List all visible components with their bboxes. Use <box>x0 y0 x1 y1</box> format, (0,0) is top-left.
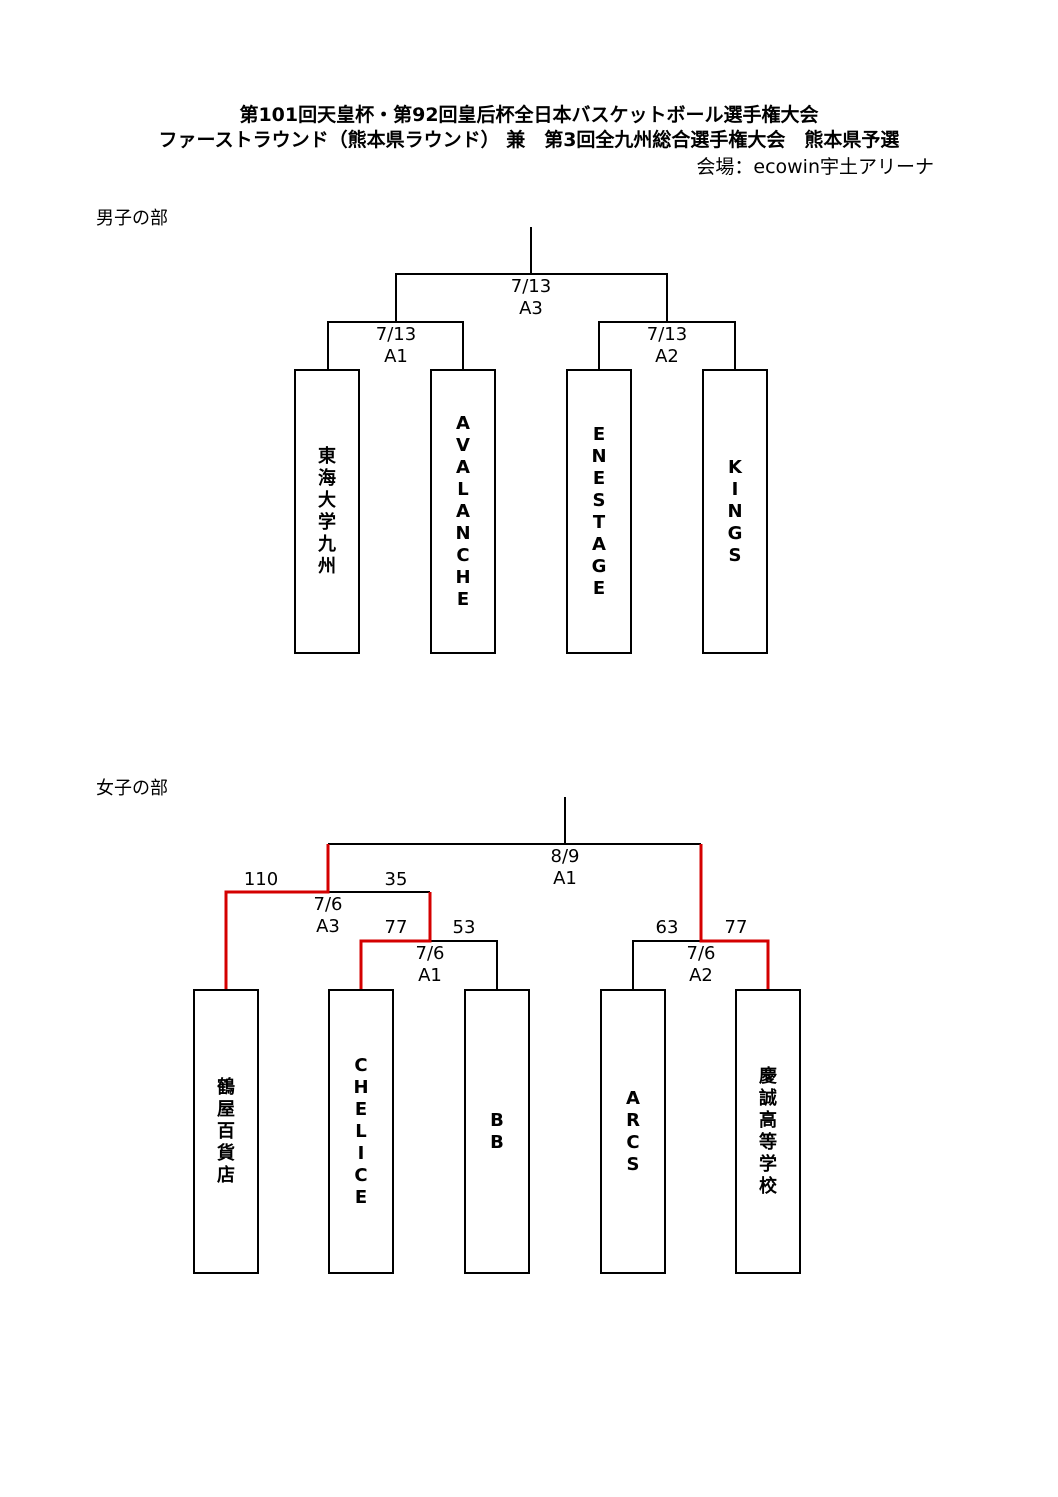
match-court: A2 <box>689 965 713 986</box>
men-section-label: 男子の部 <box>96 208 168 229</box>
team-name: 鶴屋百貨店 <box>217 1076 235 1186</box>
match-court: A3 <box>316 916 340 937</box>
match-court: A2 <box>655 346 679 367</box>
score-chelice: 77 <box>384 917 408 938</box>
score-arcs: 63 <box>655 917 679 938</box>
men-bracket-lines <box>327 227 736 369</box>
women-final-label: 8/9 A1 <box>535 846 595 890</box>
women-bracket-lines <box>328 797 701 989</box>
women-team-box: 鶴屋百貨店 <box>193 989 259 1274</box>
tournament-title-line1: 第101回天皇杯・第92回皇后杯全日本バスケットボール選手権大会 <box>239 104 819 126</box>
women-match-a1-label: 7/6 A1 <box>400 943 460 987</box>
women-match-a2-label: 7/6 A2 <box>671 943 731 987</box>
men-match-a2-label: 7/13 A2 <box>637 324 697 368</box>
match-court: A3 <box>519 298 543 319</box>
score-keisei: 77 <box>724 917 748 938</box>
match-court: A1 <box>553 868 577 889</box>
score-bb: 53 <box>452 917 476 938</box>
women-section-label: 女子の部 <box>96 778 168 799</box>
women-match-a3-label: 7/6 A3 <box>298 894 358 938</box>
tsuruya-winner-path <box>224 844 330 989</box>
tournament-title-line2: ファーストラウンド（熊本県ラウンド） 兼 第3回全九州総合選手権大会 熊本県予選 <box>158 129 900 151</box>
match-date: 7/13 <box>646 324 688 345</box>
men-team-box: 東海大学九州 <box>294 369 360 654</box>
keisei-winner-path <box>699 844 770 989</box>
score-tsuruya: 110 <box>243 869 279 890</box>
match-court: A1 <box>418 965 442 986</box>
match-date: 7/13 <box>375 324 417 345</box>
match-date: 8/9 <box>550 846 580 867</box>
score-a3-right: 35 <box>384 869 408 890</box>
women-a1-loser-line <box>430 940 498 989</box>
team-name: 慶誠高等学校 <box>759 1065 777 1197</box>
match-date: 7/13 <box>510 276 552 297</box>
match-date: 7/6 <box>686 943 716 964</box>
team-name: 東海大学九州 <box>318 445 336 577</box>
match-court: A1 <box>384 346 408 367</box>
chelice-winner-path <box>359 892 432 989</box>
women-winner-paths <box>224 844 770 989</box>
match-date: 7/6 <box>313 894 343 915</box>
women-a2-loser-line <box>632 940 701 989</box>
women-team-box: 慶誠高等学校 <box>735 989 801 1274</box>
men-match-a3-label: 7/13 A3 <box>501 276 561 320</box>
match-date: 7/6 <box>415 943 445 964</box>
men-match-a1-label: 7/13 A1 <box>366 324 426 368</box>
venue-label: 会場：ecowin宇土アリーナ <box>696 156 934 178</box>
